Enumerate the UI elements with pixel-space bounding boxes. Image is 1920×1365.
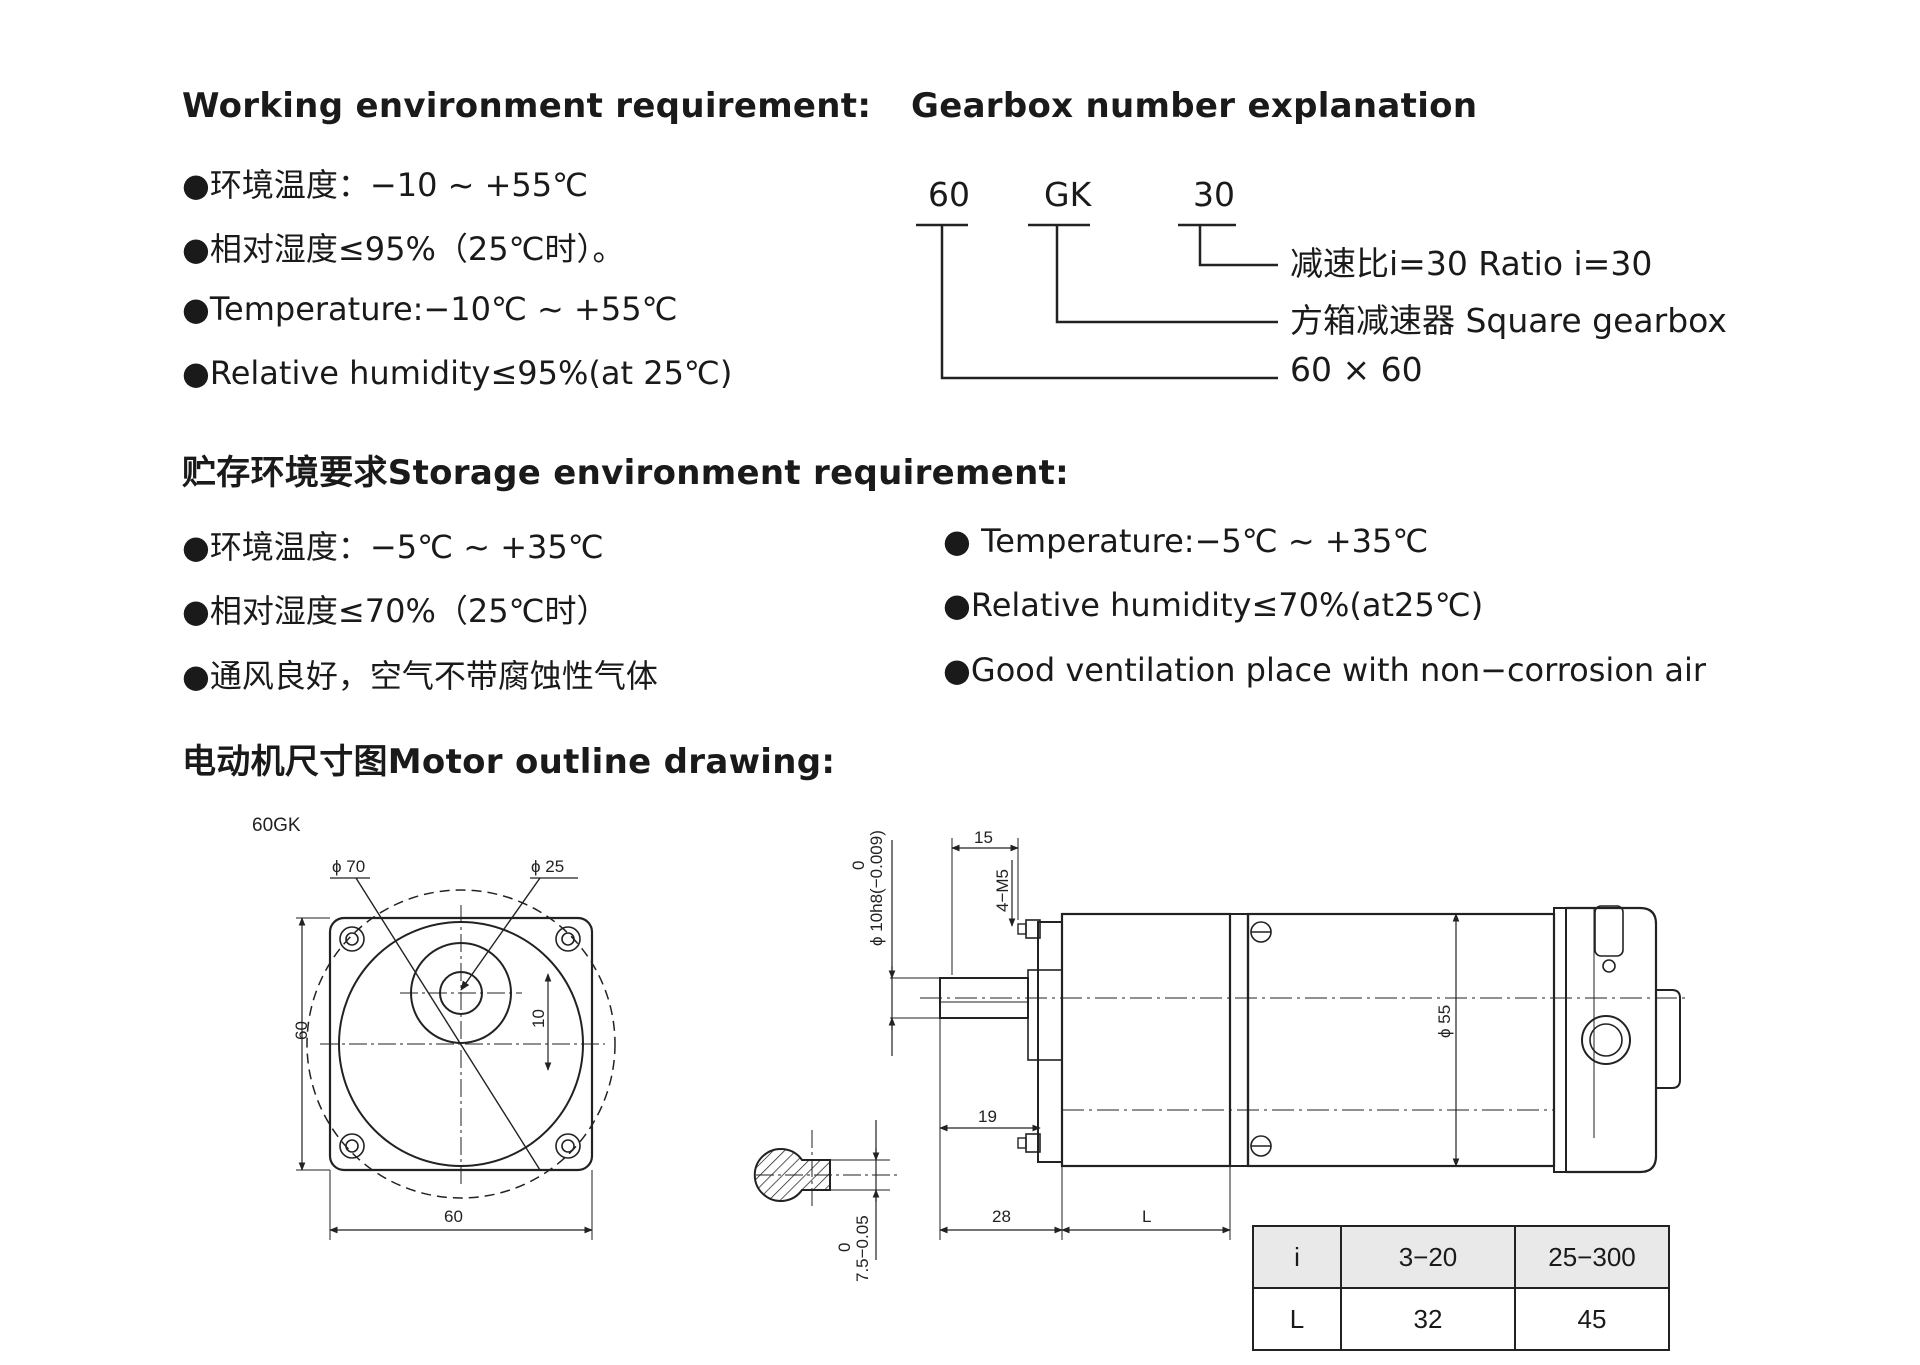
working-item-cn-temp: ●环境温度：−10 ~ +55℃ — [182, 166, 589, 204]
gearbox-code-size: 60 — [928, 175, 970, 214]
outline-heading: 电动机尺寸图Motor outline drawing: — [182, 742, 836, 782]
gearbox-expl-type: 方箱减速器 Square gearbox — [1290, 301, 1727, 340]
table-header-range1: 3−20 — [1340, 1225, 1516, 1289]
front-dim-bottom: 60 — [444, 1207, 463, 1226]
storage-heading: 贮存环境要求Storage environment requirement: — [182, 453, 1070, 493]
side-dim-shaft-zero: 0 — [849, 861, 868, 870]
working-item-cn-humidity: ●相对湿度≤95%（25℃时）。 — [182, 230, 625, 268]
side-dim-L: L — [1142, 1207, 1151, 1226]
ratio-table: i 3−20 25−300 L 32 45 — [1252, 1225, 1670, 1351]
storage-item-cn-humidity: ●相对湿度≤70%（25℃时） — [182, 592, 609, 630]
gearbox-leader-lines — [916, 223, 1278, 380]
storage-item-en-ventilation: ●Good ventilation place with non−corrosi… — [943, 651, 1706, 689]
section-dim-key: 7.5−0.05 — [853, 1215, 872, 1282]
table-header-i: i — [1252, 1225, 1342, 1289]
table-cell: 32 — [1340, 1287, 1516, 1351]
side-dim-m5: 4−M5 — [993, 869, 1012, 912]
section-dim-key-zero: 0 — [835, 1243, 854, 1252]
table-cell: 45 — [1514, 1287, 1670, 1351]
table-cell: L — [1252, 1287, 1342, 1351]
storage-item-en-humidity: ●Relative humidity≤70%(at25℃) — [943, 586, 1484, 624]
working-heading: Working environment requirement: — [182, 86, 872, 126]
front-view: 60GK ϕ 70 ϕ 25 10 — [252, 815, 616, 1240]
gearbox-code-ratio: 30 — [1193, 175, 1235, 214]
front-dim-side: 60 — [292, 1021, 311, 1040]
side-dim-phi55: ϕ 55 — [1435, 1005, 1454, 1038]
gearbox-expl-size: 60 × 60 — [1290, 350, 1423, 389]
gearbox-expl-ratio: 减速比i=30 Ratio i=30 — [1290, 244, 1653, 283]
side-dim-19: 19 — [978, 1107, 997, 1126]
storage-item-en-temp: ● Temperature:−5℃ ~ +35℃ — [943, 522, 1429, 560]
gearbox-heading: Gearbox number explanation — [911, 86, 1478, 126]
side-dim-28: 28 — [992, 1207, 1011, 1226]
side-view: ϕ 55 15 4−M5 ϕ 10h8(−0.009) 0 19 28 L — [753, 828, 1690, 1282]
side-dim-shaft: ϕ 10h8(−0.009) — [867, 830, 886, 946]
working-item-en-humidity: ●Relative humidity≤95%(at 25℃) — [182, 354, 733, 392]
table-row: L 32 45 — [1252, 1287, 1670, 1351]
table-row: i 3−20 25−300 — [1252, 1225, 1670, 1289]
storage-item-cn-ventilation: ●通风良好，空气不带腐蚀性气体 — [182, 657, 658, 695]
front-dim-phi70: ϕ 70 — [332, 857, 365, 876]
front-dim-key: 10 — [529, 1009, 548, 1028]
gearbox-code-type: GK — [1044, 175, 1092, 214]
working-item-en-temp: ●Temperature:−10℃ ~ +55℃ — [182, 290, 678, 328]
table-header-range2: 25−300 — [1514, 1225, 1670, 1289]
front-dim-phi25: ϕ 25 — [531, 857, 564, 876]
side-dim-15: 15 — [974, 828, 993, 847]
model-label: 60GK — [252, 815, 301, 836]
storage-item-cn-temp: ●环境温度：−5℃ ~ +35℃ — [182, 528, 604, 566]
